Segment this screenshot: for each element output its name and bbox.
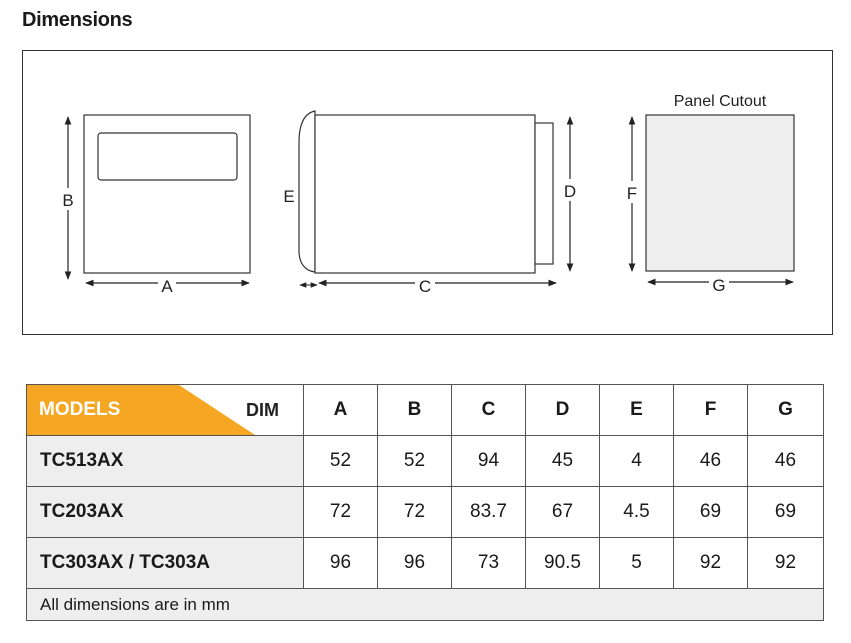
table-cell: 4.5	[599, 486, 674, 538]
table-cell: 69	[673, 486, 748, 538]
models-label: MODELS	[39, 399, 121, 420]
column-header: E	[599, 384, 674, 436]
table-cell: 4	[599, 435, 674, 487]
model-name: TC303AX / TC303A	[26, 537, 304, 589]
table-cell: 46	[747, 435, 824, 487]
label-d: D	[564, 182, 576, 201]
column-header: A	[303, 384, 378, 436]
front-view	[64, 114, 251, 287]
label-c: C	[419, 277, 431, 296]
table-cell: 67	[525, 486, 600, 538]
table-cell: 96	[377, 537, 452, 589]
table-row: TC303AX / TC303A 96 96 73 90.5 5 92 92	[26, 537, 824, 589]
table-cell: 52	[377, 435, 452, 487]
table-cell: 72	[303, 486, 378, 538]
model-name: TC203AX	[26, 486, 304, 538]
diagram-drawing: B A E D C Panel Cutout F G	[60, 93, 795, 296]
column-header: B	[377, 384, 452, 436]
dim-label: DIM	[246, 400, 279, 420]
cutout-title: Panel Cutout	[674, 93, 767, 110]
dimension-diagram: B A E D C Panel Cutout F G	[22, 50, 833, 335]
label-a: A	[161, 277, 173, 296]
table-cell: 94	[451, 435, 526, 487]
table-cell: 5	[599, 537, 674, 589]
dimensions-table: MODELS DIM A B C D E F G TC513AX 52 52 9…	[26, 384, 824, 621]
table-corner-header: MODELS DIM	[26, 384, 304, 436]
table-cell: 92	[747, 537, 824, 589]
column-header: F	[673, 384, 748, 436]
table-row: TC513AX 52 52 94 45 4 46 46	[26, 435, 824, 487]
side-view	[298, 110, 574, 288]
table-header-row: MODELS DIM A B C D E F G	[26, 384, 824, 436]
table-note-row: All dimensions are in mm	[26, 588, 824, 621]
label-f: F	[627, 184, 637, 203]
table-cell: 72	[377, 486, 452, 538]
table-cell: 69	[747, 486, 824, 538]
units-note: All dimensions are in mm	[26, 588, 824, 621]
column-header: G	[747, 384, 824, 436]
label-b: B	[62, 191, 73, 210]
table-cell: 83.7	[451, 486, 526, 538]
panel-cutout	[628, 114, 795, 286]
table-cell: 73	[451, 537, 526, 589]
table-row: TC203AX 72 72 83.7 67 4.5 69 69	[26, 486, 824, 538]
column-header: D	[525, 384, 600, 436]
column-header: C	[451, 384, 526, 436]
label-g: G	[712, 276, 725, 295]
label-e: E	[283, 187, 294, 206]
page-title: Dimensions	[22, 9, 133, 31]
models-banner	[27, 385, 255, 435]
table-cell: 46	[673, 435, 748, 487]
table-cell: 92	[673, 537, 748, 589]
table-cell: 52	[303, 435, 378, 487]
table-cell: 45	[525, 435, 600, 487]
table-cell: 96	[303, 537, 378, 589]
models-banner-shape	[27, 385, 255, 435]
model-name: TC513AX	[26, 435, 304, 487]
table-cell: 90.5	[525, 537, 600, 589]
